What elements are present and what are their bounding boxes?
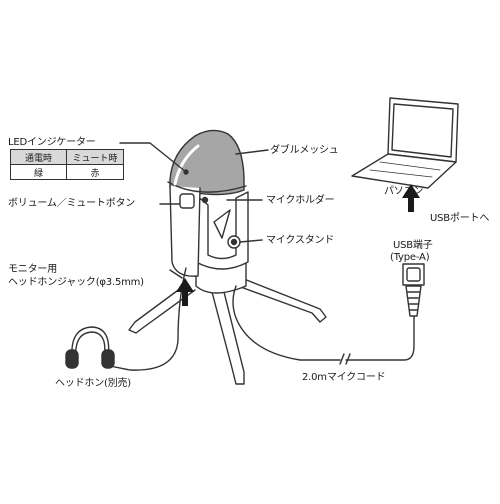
usb-terminal-label-line1: USB端子 <box>393 240 433 251</box>
headphone-label: ヘッドホン(別売) <box>55 378 132 389</box>
laptop <box>351 97 459 189</box>
usb-plug <box>402 263 425 317</box>
double-mesh-label: ダブルメッシュ <box>270 145 339 156</box>
table-cell-green: 緑 <box>10 164 67 180</box>
mic-holder <box>195 191 249 270</box>
volume-mute-button-label: ボリューム／ミュートボタン <box>8 198 136 209</box>
microphone-body <box>167 129 247 279</box>
mic-holder-label: マイクホルダー <box>266 195 335 206</box>
tripod-stand <box>128 261 327 385</box>
arrow-up-to-pc <box>402 184 420 212</box>
usb-cord <box>232 285 415 361</box>
mic-stand-label: マイクスタンド <box>266 235 335 246</box>
pc-label: パソコン <box>384 186 424 197</box>
table-header-mute: ミュート時 <box>66 149 124 165</box>
arrow-up-headphone-jack <box>176 278 194 306</box>
usb-port-label: USBポートへ <box>430 213 490 224</box>
cord-length-label: 2.0mマイクコード <box>302 372 386 383</box>
led-status-table: 通電時 ミュート時 緑 赤 <box>10 149 124 180</box>
table-cell-red: 赤 <box>66 164 124 180</box>
led-indicator-label: LEDインジケーター <box>8 137 96 148</box>
monitor-label-line2: ヘッドホンジャック(φ3.5mm) <box>8 277 144 288</box>
table-header-power: 通電時 <box>10 149 67 165</box>
usb-terminal-label-line2: (Type-A) <box>390 252 430 263</box>
headphones <box>65 326 115 369</box>
monitor-label-line1: モニター用 <box>8 264 57 275</box>
